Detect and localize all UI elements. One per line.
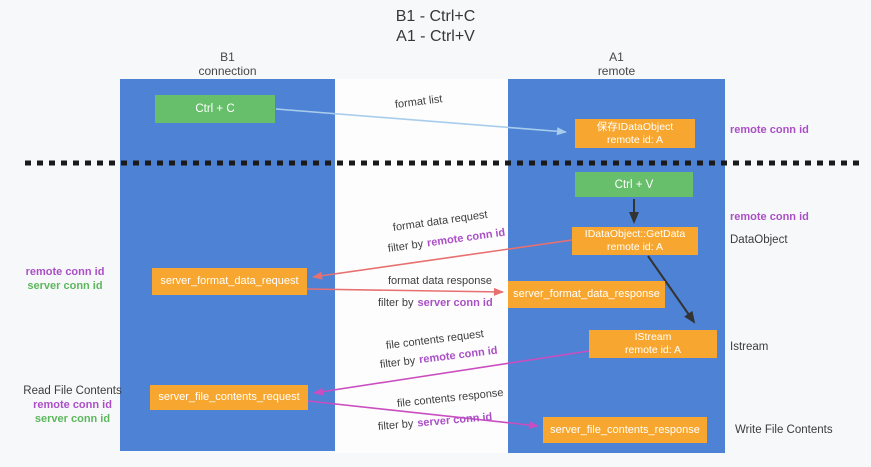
node-ctrl-v-label: Ctrl + V bbox=[614, 178, 654, 191]
lifeline-header-b1: B1 connection bbox=[120, 50, 335, 78]
node-server-file-contents-response-label: server_file_contents_response bbox=[550, 423, 700, 436]
server-conn-id-text: server conn id bbox=[417, 297, 493, 309]
side-label-remote-conn-id-mid: remote conn id bbox=[730, 211, 809, 223]
lifeline-a1-name: A1 bbox=[609, 50, 624, 64]
left-server-conn-id: server conn id bbox=[27, 280, 103, 292]
left-remote-conn-id-2: remote conn id bbox=[33, 399, 112, 411]
edge-label-format-data-response: format data response bbox=[388, 275, 492, 287]
node-server-format-data-request-label: server_format_data_request bbox=[160, 275, 299, 287]
node-idataobject-getdata-line1: IDataObject::GetData bbox=[584, 228, 686, 240]
node-server-format-data-response: server_format_data_response bbox=[508, 281, 665, 308]
side-label-read-file-contents: Read File Contents bbox=[23, 385, 122, 397]
lifeline-a1-subtitle: remote bbox=[597, 64, 636, 78]
left-remote-conn-id: remote conn id bbox=[25, 266, 105, 278]
node-server-format-data-request: server_format_data_request bbox=[152, 268, 307, 295]
node-istream: IStream remote id: A bbox=[589, 330, 717, 358]
title-line-1: B1 - Ctrl+C bbox=[395, 8, 476, 25]
node-istream-line2: remote id: A bbox=[624, 344, 682, 356]
node-server-format-data-response-label: server_format_data_response bbox=[513, 288, 660, 300]
node-istream-line1: IStream bbox=[634, 331, 672, 343]
node-server-file-contents-request-label: server_file_contents_request bbox=[158, 391, 300, 403]
node-server-file-contents-response: server_file_contents_response bbox=[543, 417, 707, 443]
side-label-write-file-contents: Write File Contents bbox=[735, 424, 833, 436]
lifeline-b1-subtitle: connection bbox=[198, 64, 257, 78]
filter-by-text: filter by bbox=[378, 297, 414, 309]
side-label-remote-conn-id-top: remote conn id bbox=[730, 124, 809, 136]
lifeline-b1-name: B1 bbox=[220, 50, 235, 64]
title-line-2: A1 - Ctrl+V bbox=[396, 28, 475, 45]
diagram-title: B1 - Ctrl+C A1 - Ctrl+V bbox=[0, 7, 871, 47]
node-save-idataobject-line1: 保存IDataObject bbox=[596, 120, 674, 133]
left-server-conn-id-2: server conn id bbox=[34, 413, 111, 425]
node-idataobject-getdata-line2: remote id: A bbox=[606, 241, 664, 253]
side-label-istream: Istream bbox=[730, 341, 769, 353]
node-save-idataobject-line2: remote id: A bbox=[606, 133, 664, 146]
left-conn-id-block: remote conn id server conn id bbox=[5, 265, 125, 293]
node-ctrl-c-label: Ctrl + C bbox=[195, 103, 235, 115]
lifeline-header-a1: A1 remote bbox=[508, 50, 725, 78]
node-ctrl-v: Ctrl + V bbox=[575, 172, 693, 197]
read-file-contents-block: Read File Contents remote conn id server… bbox=[10, 384, 135, 426]
node-server-file-contents-request: server_file_contents_request bbox=[150, 385, 308, 410]
node-idataobject-getdata: IDataObject::GetData remote id: A bbox=[572, 227, 698, 255]
node-ctrl-c: Ctrl + C bbox=[155, 95, 275, 123]
side-label-dataobject: DataObject bbox=[730, 234, 788, 246]
node-save-idataobject: 保存IDataObject remote id: A bbox=[575, 119, 695, 148]
